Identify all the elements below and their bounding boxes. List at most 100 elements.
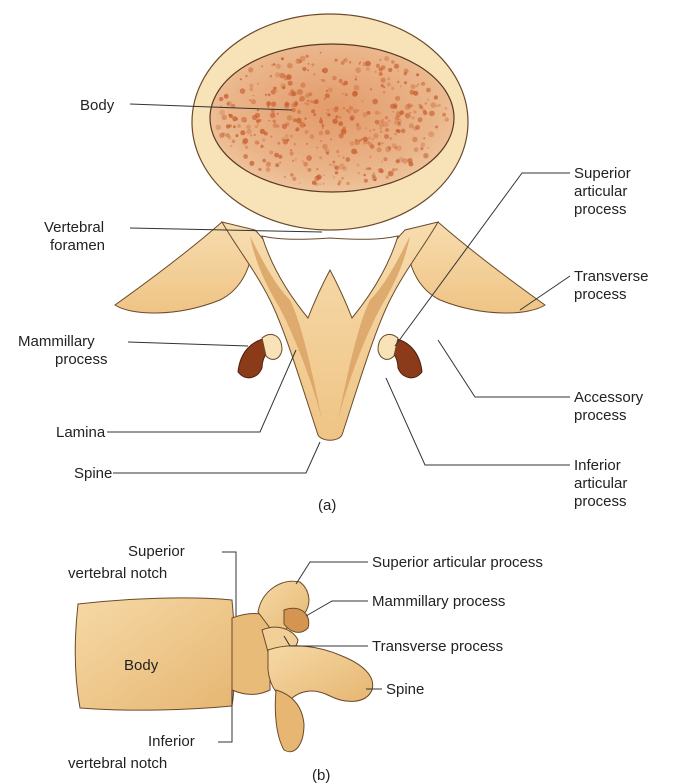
spongy-dot	[397, 70, 399, 72]
spongy-dot	[273, 120, 276, 123]
spongy-dot	[277, 125, 280, 128]
spongy-dot	[413, 91, 418, 96]
spongy-dot	[316, 147, 318, 149]
spongy-dot	[297, 110, 301, 114]
spongy-dot	[270, 136, 272, 138]
spongy-dot	[251, 135, 253, 137]
spongy-dot	[353, 109, 357, 113]
label-transverse-2: process	[574, 286, 627, 303]
spongy-dot	[307, 168, 311, 172]
label-superior-notch-1: Superior	[128, 543, 185, 560]
spongy-dot	[428, 131, 434, 137]
spongy-dot	[233, 125, 236, 128]
spongy-dot	[255, 113, 260, 118]
spongy-dot	[271, 64, 274, 67]
spongy-dot	[409, 162, 414, 167]
spongy-dot	[319, 183, 321, 185]
spongy-dot	[351, 149, 357, 155]
spongy-dot	[393, 103, 398, 108]
spongy-dot	[248, 67, 253, 72]
spongy-dot	[421, 143, 426, 148]
spongy-dot	[385, 175, 389, 179]
spongy-dot	[339, 133, 344, 138]
spongy-dot	[313, 73, 316, 76]
spongy-dot	[240, 78, 242, 80]
spongy-dot	[310, 134, 315, 139]
spongy-dot	[324, 98, 326, 100]
spongy-dot	[299, 183, 301, 185]
spongy-dot	[257, 83, 259, 85]
spongy-dot	[404, 69, 409, 74]
spongy-dot	[394, 64, 399, 69]
spongy-dot	[372, 99, 378, 105]
spongy-dot	[388, 68, 392, 72]
spongy-dot	[384, 56, 389, 61]
spongy-dot	[346, 182, 349, 185]
spongy-dot	[230, 145, 232, 147]
spongy-dot	[315, 182, 319, 186]
spongy-dot	[388, 120, 390, 122]
spongy-dot	[249, 99, 251, 101]
spongy-dot	[380, 119, 384, 123]
spongy-dot	[429, 111, 435, 117]
spongy-dot	[391, 60, 394, 63]
spongy-dot	[224, 94, 229, 99]
spongy-dot	[240, 88, 246, 94]
caption-b: (b)	[312, 767, 330, 784]
label-inferior-notch-2: vertebral notch	[68, 755, 167, 772]
spongy-dot	[302, 160, 305, 163]
label-body-a: Body	[80, 97, 115, 114]
spongy-dot	[363, 174, 366, 177]
spongy-dot	[266, 101, 271, 106]
spongy-dot	[368, 142, 373, 147]
spongy-dot	[296, 118, 302, 124]
spongy-dot	[285, 134, 288, 137]
spongy-dot	[235, 134, 238, 137]
spongy-dot	[413, 110, 416, 113]
label-inferior-articular-1: Inferior	[574, 457, 621, 474]
spongy-dot	[271, 110, 275, 114]
spongy-dot	[339, 79, 343, 83]
spongy-dot	[257, 123, 259, 125]
spongy-dot	[417, 83, 419, 85]
spongy-dot	[327, 109, 329, 111]
spongy-dot	[341, 177, 343, 179]
spongy-dot	[294, 105, 297, 108]
spongy-dot	[229, 114, 232, 117]
spongy-dot	[219, 110, 225, 116]
spongy-dot	[268, 120, 270, 122]
spongy-dot	[381, 161, 383, 163]
spongy-dot	[385, 116, 388, 119]
spongy-dot	[395, 96, 400, 101]
spongy-dot	[336, 115, 339, 118]
spongy-dot	[354, 85, 360, 91]
spongy-dot	[359, 63, 361, 65]
spongy-dot	[292, 91, 297, 96]
spongy-dot	[326, 152, 329, 155]
spongy-dot	[302, 67, 306, 71]
spongy-dot	[335, 171, 338, 174]
spongy-dot	[284, 176, 286, 178]
spongy-dot	[342, 93, 344, 95]
spongy-dot	[385, 128, 389, 132]
spongy-dot	[266, 162, 271, 167]
spongy-dot	[271, 90, 276, 95]
spongy-dot	[314, 176, 319, 181]
spongy-dot	[366, 67, 370, 71]
spongy-dot	[332, 161, 335, 164]
spongy-dot	[266, 167, 271, 172]
spongy-dot	[414, 147, 419, 152]
label-lamina: Lamina	[56, 424, 106, 441]
spongy-dot	[345, 93, 348, 96]
spongy-dot	[379, 112, 381, 114]
spongy-dot	[276, 64, 281, 69]
spongy-dot	[387, 82, 391, 86]
spongy-dot	[373, 172, 375, 174]
spongy-dot	[229, 124, 232, 127]
spongy-dot	[339, 116, 341, 118]
label-mammillary-b: Mammillary process	[372, 593, 505, 610]
spongy-dot	[292, 108, 296, 112]
spongy-dot	[427, 147, 429, 149]
spongy-dot	[269, 150, 273, 154]
spongy-dot	[258, 119, 261, 122]
